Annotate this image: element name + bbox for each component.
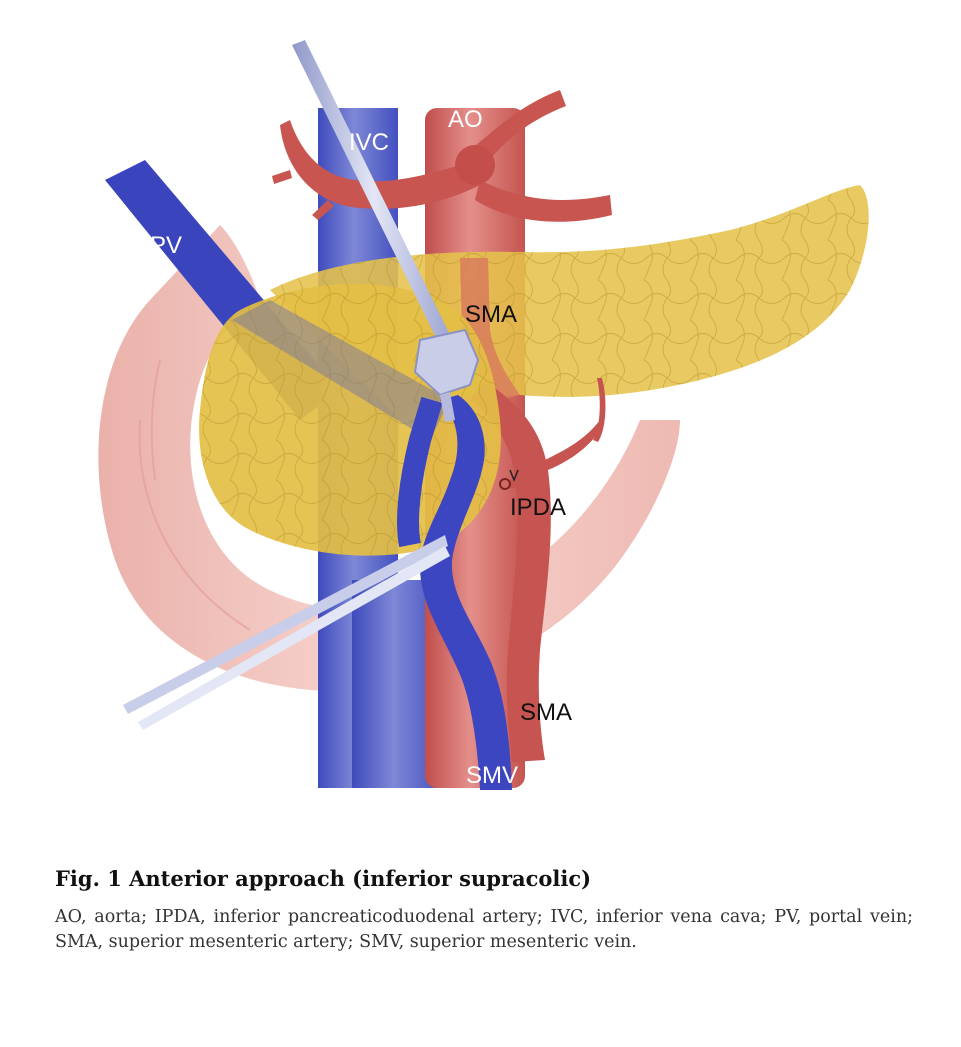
label-ivc: IVC (349, 129, 389, 156)
anatomy-illustration: AO IVC PV SMA IPDA SMA SMV (98, 40, 869, 790)
ipda-ligated (508, 480, 545, 490)
caption-body: AO, aorta; IPDA, inferior pancreaticoduo… (55, 907, 913, 952)
label-sma-lower: SMA (520, 699, 572, 726)
label-sma-upper: SMA (465, 301, 517, 328)
caption-title: Fig. 1 Anterior approach (inferior supra… (55, 866, 592, 891)
superior-mesenteric-vein (419, 395, 512, 790)
label-ao: AO (448, 106, 483, 133)
superior-mesenteric-artery (470, 380, 551, 762)
probe-head (413, 328, 480, 397)
celiac-branches (280, 120, 480, 209)
probe-shaft (292, 40, 455, 350)
label-pv: PV (150, 232, 182, 259)
figure-caption: Fig. 1 Anterior approach (inferior supra… (55, 866, 913, 955)
label-ipda: IPDA (510, 494, 566, 521)
label-smv: SMV (466, 762, 518, 789)
vessel-loop-tape (123, 535, 448, 714)
